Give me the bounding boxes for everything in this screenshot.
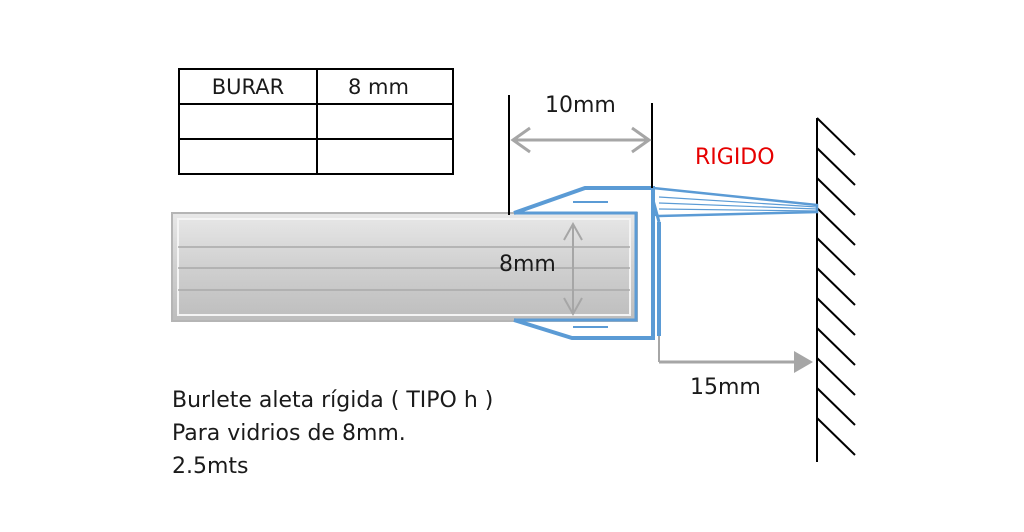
table-cell <box>178 138 318 175</box>
table-row <box>178 103 454 140</box>
table-cell: BURAR <box>178 68 318 105</box>
table-cell <box>178 103 318 140</box>
dimension-10mm <box>508 95 653 215</box>
dimension-15mm <box>658 336 813 373</box>
table-row <box>178 138 454 175</box>
description-line: 2.5mts <box>172 454 249 479</box>
glass-panel <box>171 212 638 322</box>
spec-table: BURAR 8 mm <box>178 68 454 175</box>
table-row: BURAR 8 mm <box>178 68 454 105</box>
table-cell <box>316 138 454 175</box>
dimension-label-10mm: 10mm <box>545 93 616 118</box>
rigid-label: RIGIDO <box>695 145 775 170</box>
wall <box>816 117 856 462</box>
dimension-label-15mm: 15mm <box>690 375 761 400</box>
description-line: Burlete aleta rígida ( TIPO h ) <box>172 388 494 413</box>
dimension-label-8mm: 8mm <box>499 252 556 277</box>
description-line: Para vidrios de 8mm. <box>172 421 406 446</box>
product-description: Burlete aleta rígida ( TIPO h ) Para vid… <box>172 384 493 483</box>
h-profile-seal <box>513 186 819 340</box>
table-cell <box>316 103 454 140</box>
dimension-8mm <box>563 221 583 317</box>
table-cell: 8 mm <box>316 68 454 105</box>
